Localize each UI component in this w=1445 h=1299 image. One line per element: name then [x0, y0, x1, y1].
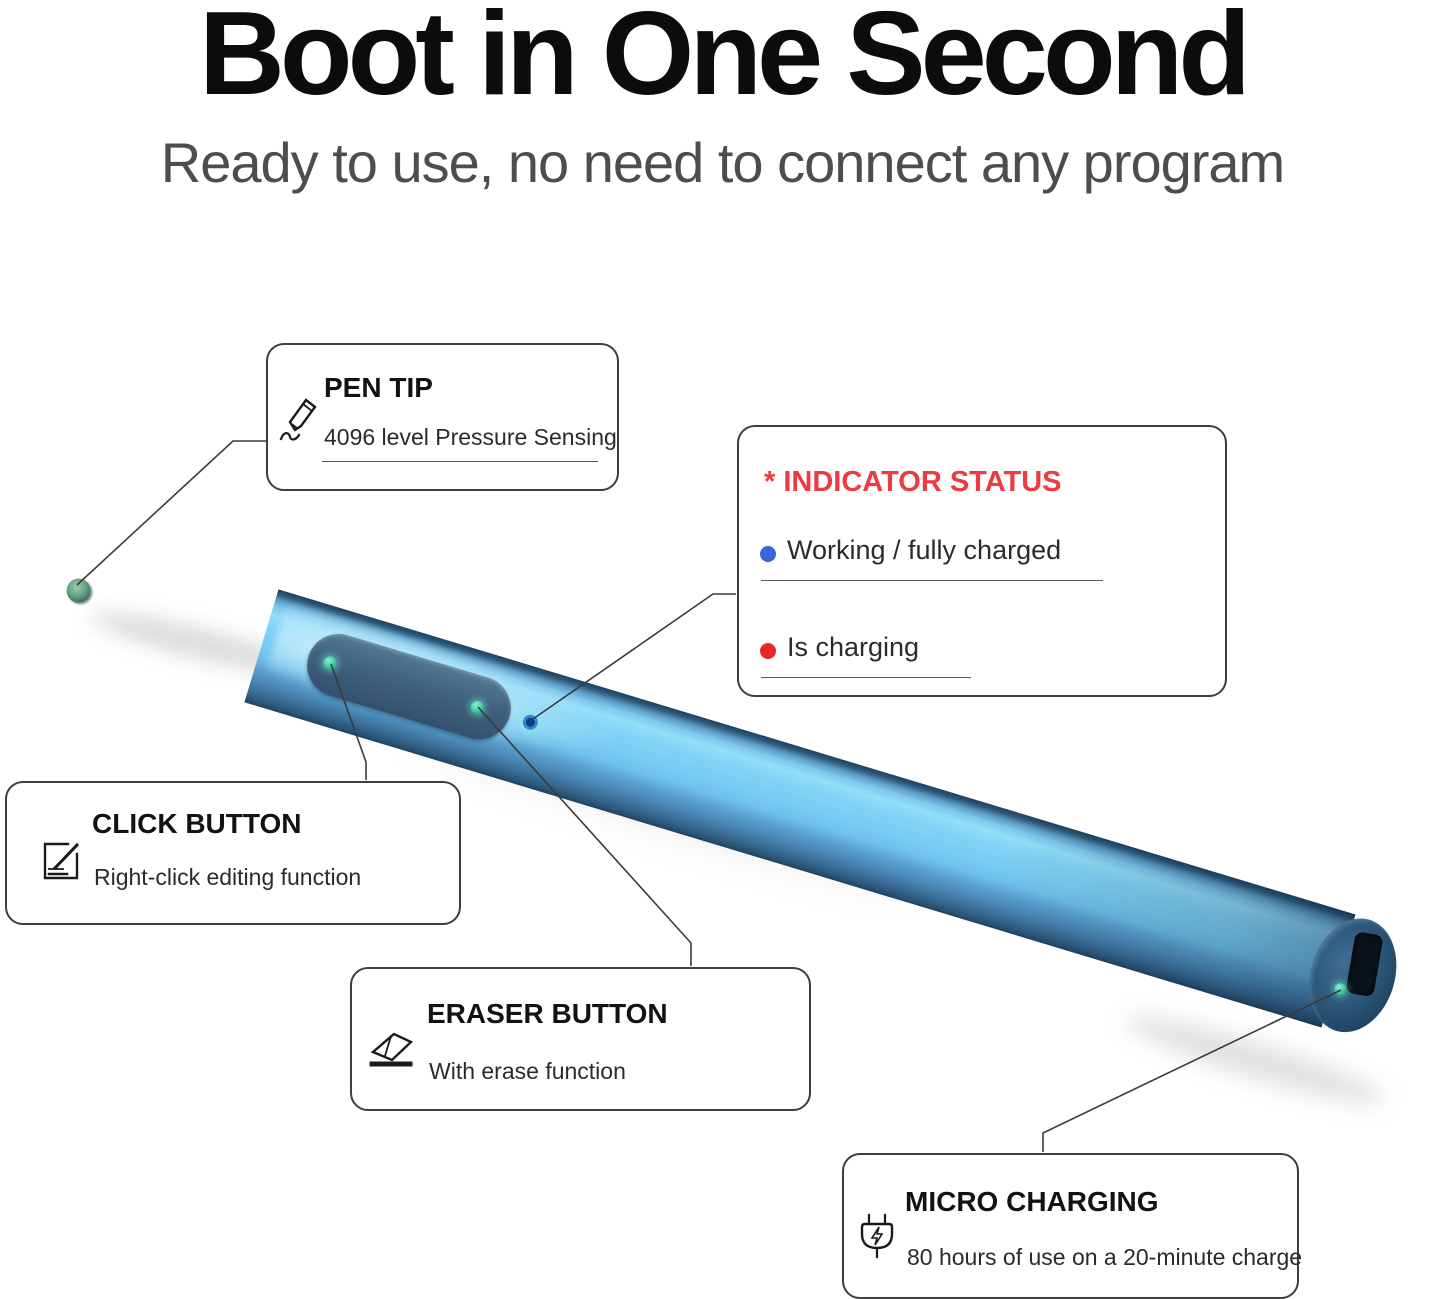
callout-indicator-status: * INDICATOR STATUS Working / fully charg… [737, 425, 1227, 697]
status-label: Working / fully charged [787, 535, 1062, 565]
callout-eraser-button: ERASER BUTTON With erase function [350, 967, 811, 1111]
callout-micro-charging: MICRO CHARGING 80 hours of use on a 20-m… [842, 1153, 1303, 1299]
pen-writing-icon [278, 398, 322, 451]
callout-description: With erase function [429, 1058, 626, 1084]
page-title: Boot in One Second [198, 0, 1251, 120]
callout-pen-tip: PEN TIP 4096 level Pressure Sensing [266, 343, 619, 491]
underline [322, 461, 598, 462]
status-label: Is charging [787, 632, 920, 662]
underline [761, 580, 1103, 581]
callout-title: MICRO CHARGING [905, 1186, 1159, 1217]
edit-square-icon [38, 839, 82, 888]
callout-title: PEN TIP [324, 372, 433, 403]
callout-title: * INDICATOR STATUS [764, 466, 1062, 498]
status-dot-red [760, 643, 776, 659]
callout-title: ERASER BUTTON [427, 998, 668, 1029]
callout-title: CLICK BUTTON [92, 808, 302, 839]
underline [761, 677, 971, 678]
callout-description: Right-click editing function [94, 864, 362, 890]
callout-description: 80 hours of use on a 20-minute charge [907, 1244, 1303, 1270]
page-subtitle: Ready to use, no need to connect any pro… [160, 131, 1285, 194]
charging-plug-icon [854, 1212, 900, 1271]
status-dot-blue [760, 546, 776, 562]
eraser-icon [368, 1027, 416, 1074]
callout-description: 4096 level Pressure Sensing [324, 424, 617, 450]
micro-usb-pin [1355, 942, 1374, 980]
callout-click-button: CLICK BUTTON Right-click editing functio… [5, 781, 461, 925]
